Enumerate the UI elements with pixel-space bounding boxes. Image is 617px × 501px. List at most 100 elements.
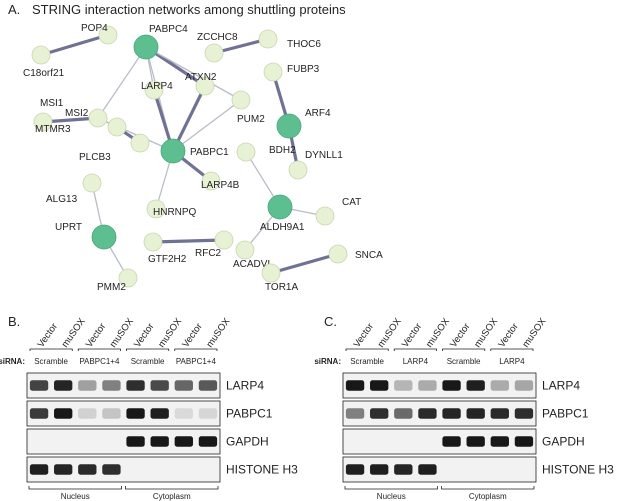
node-thoc6: THOC6: [258, 29, 321, 50]
band-larp4-lane-2: [54, 380, 73, 391]
node-pum2: PUM2: [231, 90, 265, 125]
lane-label-5: Vector: [132, 321, 156, 349]
band-histone-h3-lane-1: [345, 464, 365, 475]
node-circle: [236, 142, 256, 162]
blot-label-gapdh: GAPDH: [542, 435, 585, 449]
node-fubp3: FUBP3: [263, 62, 320, 82]
band-larp4-lane-6: [150, 380, 169, 391]
node-label: SNCA: [355, 250, 383, 261]
node-circle: [91, 224, 117, 250]
lane-label-3: Vector: [400, 321, 424, 349]
node-label: CAT: [342, 197, 361, 208]
band-larp4-lane-3: [78, 380, 97, 391]
band-pabpc1-lane-8: [514, 408, 534, 419]
node-rfc2: RFC2: [195, 230, 234, 259]
node-circle: [258, 29, 278, 49]
node-pop4: POP4: [81, 23, 118, 45]
band-gapdh-lane-6: [466, 436, 485, 447]
node-label: MSI2: [65, 108, 89, 119]
band-gapdh-lane-7: [174, 436, 193, 447]
node-label: ACADVL: [233, 259, 273, 270]
node-label: DYNLL1: [305, 150, 343, 161]
band-pabpc1-lane-5: [126, 408, 145, 419]
node-label: POP4: [81, 23, 108, 34]
node-label: MSI1: [40, 98, 64, 109]
band-gapdh-lane-5: [126, 436, 145, 447]
band-histone-h3-lane-4: [102, 464, 121, 475]
band-pabpc1-lane-6: [466, 408, 485, 419]
panel-a-letter: A.: [8, 2, 21, 17]
blot-label-pabpc1: PABPC1: [226, 407, 273, 421]
node-label: TOR1A: [265, 282, 298, 293]
band-pabpc1-lane-7: [174, 408, 193, 419]
node-label: PMM2: [97, 282, 126, 293]
lane-label-1: Vector: [352, 321, 376, 349]
band-larp4-lane-1: [29, 380, 49, 391]
node-label: ATXN2: [185, 72, 217, 83]
edge-pabpc4-msi2: [97, 46, 147, 119]
fraction-nucleus: Nucleus: [61, 492, 90, 501]
band-pabpc1-lane-2: [370, 408, 389, 419]
node-circle: [204, 43, 224, 63]
node-label: GTF2H2: [148, 254, 187, 265]
band-gapdh-lane-5: [442, 436, 461, 447]
node-label: PUM2: [237, 114, 265, 125]
sirna-group-scramble: Scramble: [350, 357, 384, 366]
sirna-group-scramble: Scramble: [34, 357, 68, 366]
node-pabpc1: PABPC1: [160, 138, 229, 164]
node-label: ARF4: [305, 108, 331, 119]
fraction-cytoplasm: Cytoplasm: [469, 492, 507, 501]
node-bdh2: BDH2: [236, 142, 296, 162]
node-circle: [276, 113, 302, 139]
band-pabpc1-lane-5: [442, 408, 461, 419]
node-acadvl: ACADVL: [233, 240, 273, 270]
node-label: PLCB3: [79, 152, 111, 163]
edge-pum2-pabpc1: [172, 99, 242, 152]
band-pabpc1-lane-4: [418, 408, 437, 419]
node-circle: [98, 25, 118, 45]
node-label: C18orf21: [23, 68, 65, 79]
band-pabpc1-lane-3: [394, 408, 413, 419]
node-label: ALDH9A1: [260, 222, 305, 233]
edge-snca-tor1a: [269, 252, 340, 275]
band-histone-h3-lane-1: [29, 464, 49, 475]
band-pabpc1-lane-7: [490, 408, 509, 419]
node-pabpc4: PABPC4: [133, 24, 188, 60]
lane-label-7: Vector: [496, 321, 520, 349]
lane-label-3: Vector: [84, 321, 108, 349]
node-c18orf21: C18orf21: [23, 45, 65, 79]
blot-label-larp4: LARP4: [226, 379, 264, 393]
sirna-group-pabpc1-4: PABPC1+4: [79, 357, 120, 366]
node-circle: [82, 173, 102, 193]
band-gapdh-lane-6: [150, 436, 169, 447]
edge-pop4-c18orf21: [39, 33, 110, 57]
sirna-label: siRNA:: [0, 357, 25, 366]
band-pabpc1-lane-8: [198, 408, 218, 419]
fraction-nucleus: Nucleus: [377, 492, 406, 501]
node-label: ZCCHC8: [197, 32, 238, 43]
node-label: FUBP3: [287, 64, 320, 75]
node-mtmr3: MTMR3: [35, 124, 150, 153]
node-label: BDH2: [269, 145, 296, 156]
node-atxn2: ATXN2: [185, 72, 217, 96]
node-circle: [33, 112, 53, 132]
node-circle: [201, 171, 221, 191]
node-msi2: MSI2: [65, 108, 108, 128]
band-larp4-lane-5: [126, 380, 145, 391]
lane-label-5: Vector: [448, 321, 472, 349]
node-gtf2h2: GTF2H2: [143, 232, 187, 265]
band-gapdh-lane-8: [198, 436, 218, 447]
band-larp4-lane-7: [174, 380, 193, 391]
band-larp4-lane-7: [490, 380, 509, 391]
band-pabpc1-lane-4: [102, 408, 121, 419]
blot-label-histone-h3: HISTONE H3: [226, 463, 298, 477]
node-dynll1: DYNLL1: [288, 150, 343, 180]
band-histone-h3-lane-3: [78, 464, 97, 475]
node-circle: [130, 133, 150, 153]
panel-c-letter: C.: [324, 314, 337, 329]
node-msi1: MSI1: [33, 98, 64, 132]
edge-gtf2h2-rfc2: [151, 238, 226, 244]
